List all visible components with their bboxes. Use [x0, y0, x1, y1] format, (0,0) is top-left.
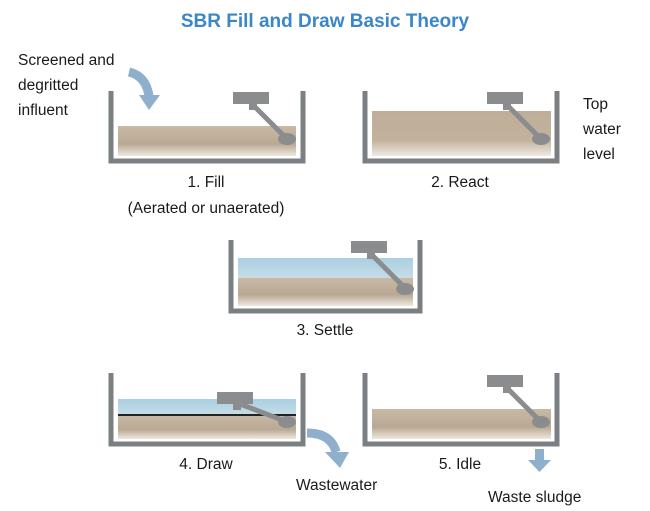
influent-line-1: Screened and [18, 52, 115, 69]
influent-arrow-icon [127, 67, 160, 110]
idle-mixer-icon [487, 375, 550, 428]
react-tank [362, 91, 560, 164]
influent-line-3: influent [18, 102, 69, 119]
fill-caption: 1. Fill [187, 174, 224, 191]
stage-draw: 4. Draw [108, 373, 306, 473]
react-caption: 2. React [431, 174, 489, 191]
influent-label: Screened and degritted influent [18, 52, 115, 119]
stage-fill: 1. Fill (Aerated or unaerated) [108, 91, 306, 217]
top-water-line-2: water [582, 121, 621, 138]
stage-settle: 3. Settle [228, 240, 423, 339]
settle-tank [228, 240, 423, 314]
draw-tank [108, 373, 306, 447]
diagram-title: SBR Fill and Draw Basic Theory [181, 11, 470, 32]
settle-sludge [238, 278, 413, 306]
waste-sludge-label: Waste sludge [488, 489, 581, 506]
draw-sludge [118, 415, 296, 439]
fill-subcaption: (Aerated or unaerated) [128, 200, 285, 217]
draw-mixer-icon [217, 392, 296, 428]
settle-water [238, 258, 413, 278]
top-water-line-1: Top [583, 96, 608, 113]
draw-caption: 4. Draw [179, 456, 233, 473]
waste-sludge-arrow-icon [528, 449, 551, 472]
stage-react: 2. React [362, 91, 560, 191]
fill-sludge [118, 126, 296, 156]
wastewater-arrow-icon [306, 428, 349, 468]
fill-tank [108, 91, 306, 164]
idle-tank [362, 373, 560, 447]
top-water-level-label: Top water level [582, 96, 621, 163]
idle-caption: 5. Idle [439, 456, 481, 473]
idle-sludge [372, 409, 551, 439]
settle-mixer-icon [351, 241, 414, 295]
fill-mixer-icon [233, 92, 296, 145]
top-water-line-3: level [583, 146, 615, 163]
react-mixer-icon [487, 92, 550, 145]
settle-caption: 3. Settle [297, 322, 354, 339]
wastewater-label: Wastewater [296, 477, 377, 494]
react-sludge [372, 111, 551, 156]
stage-idle: 5. Idle [362, 373, 560, 473]
influent-line-2: degritted [18, 77, 78, 94]
